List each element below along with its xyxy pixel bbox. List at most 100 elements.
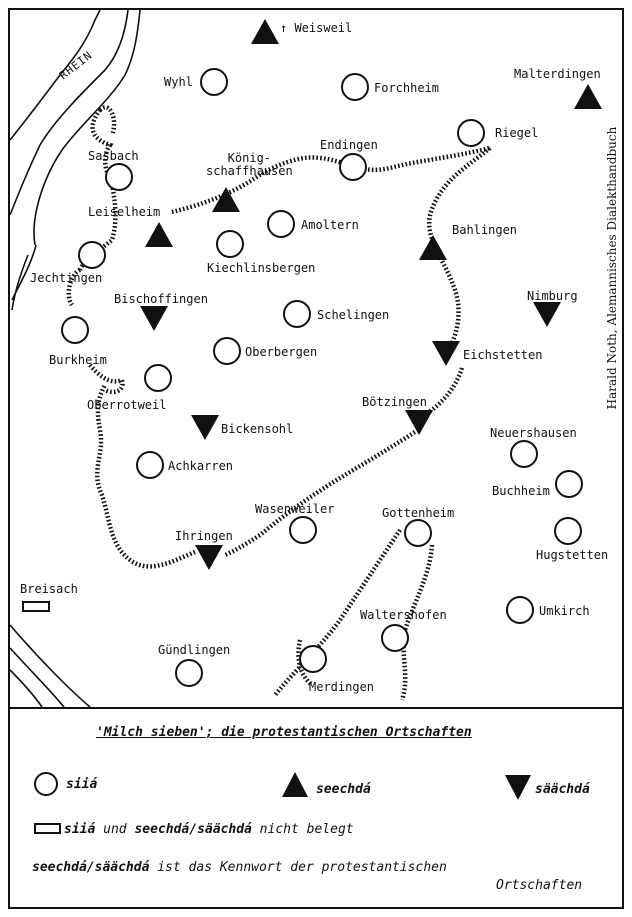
place-label-sasbach: Sasbach (88, 149, 139, 163)
place-label-leiselheim: Leiselheim (88, 205, 161, 219)
circle-symbol-amoltern (267, 210, 295, 238)
isogloss-merdingen (296, 639, 314, 687)
circle-symbol-riegel (457, 119, 485, 147)
legend-title: 'Milch sieben'; die protestantischen Ort… (96, 725, 472, 740)
triangle-down-symbol-nimburg (533, 302, 561, 327)
place-label-bahlingen: Bahlingen (452, 223, 518, 237)
place-label-eichstetten: Eichstetten (463, 348, 543, 362)
triangle-down-symbol-bickensohl (191, 415, 219, 440)
circle-symbol-achkarren (136, 451, 164, 479)
triangle-down-symbol-botzingen (405, 410, 433, 435)
circle-symbol-gundlingen (175, 659, 203, 687)
place-label-malterdingen: Malterdingen (514, 67, 601, 81)
place-label-schelingen: Schelingen (317, 308, 390, 322)
place-label-neuershausen: Neuershausen (490, 426, 577, 440)
place-label-oberrotweil: Oberrotweil (87, 398, 167, 412)
place-label-weisweil: ↑ Weisweil (280, 21, 353, 35)
isogloss-bahlingen (426, 146, 492, 352)
isogloss-endingen (171, 145, 491, 215)
rect-symbol-breisach (22, 601, 50, 612)
place-label-breisach: Breisach (20, 582, 78, 596)
place-label-endingen: Endingen (320, 138, 378, 152)
place-label-forchheim: Forchheim (374, 81, 440, 95)
place-label-oberbergen: Oberbergen (245, 345, 318, 359)
place-label-wasenweiler: Wasenweiler (255, 502, 335, 516)
circle-symbol-wasenweiler (289, 516, 317, 544)
place-label-botzingen: Bötzingen (362, 395, 428, 409)
rhine-bank-inner-2 (33, 9, 141, 246)
circle-symbol-sasbach (105, 163, 133, 191)
legend-rect-label: siiá und seechdá/säächdá nicht belegt (64, 822, 354, 837)
place-label-bickensohl: Bickensohl (221, 422, 294, 436)
isogloss-waltershofen (399, 544, 435, 701)
circle-symbol-endingen (339, 153, 367, 181)
circle-symbol-schelingen (283, 300, 311, 328)
legend-circle-symbol (34, 772, 58, 796)
place-label-jechtingen: Jechtingen (30, 271, 103, 285)
circle-symbol-jechtingen (78, 241, 106, 269)
place-label-riegel: Riegel (495, 126, 539, 140)
place-label-bischoffingen: Bischoffingen (114, 292, 208, 306)
circle-symbol-burkheim (61, 316, 89, 344)
triangle-up-symbol-bahlingen (419, 235, 447, 260)
circle-symbol-wyhl (200, 68, 228, 96)
circle-symbol-gottenheim (404, 519, 432, 547)
circle-symbol-merdingen (299, 645, 327, 673)
place-label-kiechlinsbergen: Kiechlinsbergen (207, 261, 316, 275)
isogloss-burkheim (88, 363, 125, 395)
circle-symbol-neuershausen (510, 440, 538, 468)
rhine-south-1 (9, 624, 91, 708)
circle-symbol-kiechlinsbergen (216, 230, 244, 258)
place-label-gottenheim: Gottenheim (382, 506, 455, 520)
triangle-up-symbol-malterdingen (574, 84, 602, 109)
place-label-wyhl: Wyhl (164, 75, 193, 89)
legend-divider (8, 707, 624, 709)
circle-symbol-hugstetten (554, 517, 582, 545)
place-label-burkheim: Burkheim (49, 353, 107, 367)
circle-symbol-waltershofen (381, 624, 409, 652)
circle-symbol-oberbergen (213, 337, 241, 365)
isogloss-sasbach (98, 105, 117, 136)
rhine-bank-outer (9, 9, 101, 141)
legend-circle-label: siiá (66, 777, 98, 792)
place-label-hugstetten: Hugstetten (536, 548, 609, 562)
isogloss-jechtingen (66, 267, 82, 307)
place-label-ihringen: Ihringen (175, 529, 233, 543)
place-label-waltershofen: Waltershofen (360, 608, 447, 622)
place-label-umkirch: Umkirch (539, 604, 590, 618)
rhine-south-3 (9, 669, 43, 708)
legend-rect-symbol (34, 823, 61, 834)
triangle-up-symbol-weisweil (251, 19, 279, 44)
legend-down-label: säächdá (535, 782, 590, 797)
triangle-up-symbol-konigschaffhausen (212, 187, 240, 212)
isogloss-gottenheim (273, 528, 402, 697)
place-label-buchheim: Buchheim (492, 484, 550, 498)
isogloss-boetzingen (224, 428, 420, 558)
triangle-up-symbol-leiselheim (145, 222, 173, 247)
place-label-merdingen: Merdingen (309, 680, 375, 694)
legend-triangle-up-symbol (282, 772, 308, 797)
legend-note-line2: Ortschaften (496, 878, 583, 893)
circle-symbol-buchheim (555, 470, 583, 498)
place-label-nimburg: Nimburg (527, 289, 578, 303)
legend-up-label: seechdá (316, 782, 371, 797)
circle-symbol-forchheim (341, 73, 369, 101)
place-label-gundlingen: Gündlingen (158, 643, 231, 657)
triangle-down-symbol-ihringen (195, 545, 223, 570)
legend-triangle-down-symbol (505, 775, 531, 800)
place-label-amoltern: Amoltern (301, 218, 359, 232)
triangle-down-symbol-eichstetten (432, 341, 460, 366)
circle-symbol-oberrotweil (144, 364, 172, 392)
place-label-konigschaffhausen: König- schaffhausen (206, 151, 293, 178)
circle-symbol-umkirch (506, 596, 534, 624)
rhine-south-2 (9, 647, 65, 708)
triangle-down-symbol-bischoffingen (140, 306, 168, 331)
map-frame (8, 8, 624, 909)
isogloss-ihringen (95, 383, 196, 569)
place-label-achkarren: Achkarren (168, 459, 234, 473)
rhine-bank-inner-3 (11, 244, 37, 311)
rhine-bank-inner-1 (9, 9, 129, 216)
legend-note: seechdá/säächdá ist das Kennwort der pro… (32, 860, 447, 875)
